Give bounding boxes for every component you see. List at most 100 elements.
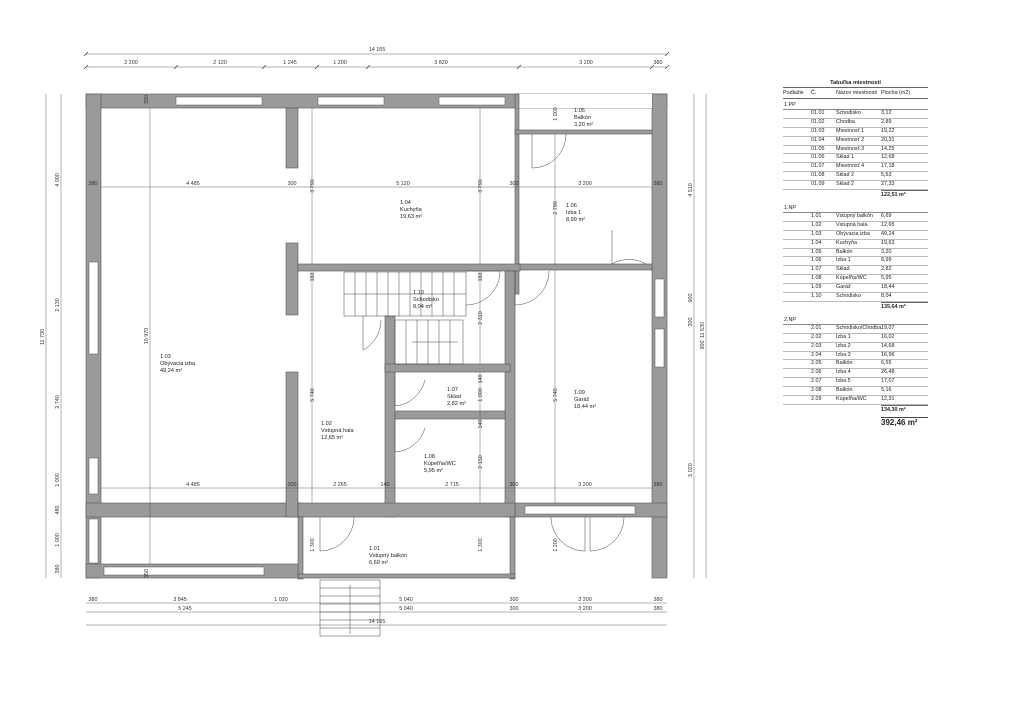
floor-subtotal: 134,30 m² — [783, 404, 928, 413]
svg-text:12,65 m²: 12,65 m² — [321, 435, 343, 441]
room-area: 19,63 — [881, 239, 895, 246]
room-name: Miestnosť 4 — [836, 163, 865, 170]
row1-dim: 5 120 — [396, 181, 410, 187]
left-dim: 4 000 — [55, 173, 61, 187]
top-dim: 1 245 — [283, 60, 297, 66]
room-area: 17,18 — [881, 163, 895, 170]
room-area: 20,31 — [881, 136, 895, 143]
room-number: 2.01 — [811, 324, 822, 331]
svg-text:1.01: 1.01 — [369, 546, 380, 552]
room-number: 01.04 — [811, 136, 825, 143]
room-name: Miestnosť 1 — [836, 127, 865, 134]
svg-text:Schodisko: Schodisko — [413, 297, 439, 303]
floor-subtotal: 122,51 m² — [783, 190, 928, 198]
right-dimension-lines: 4 510 900 300 5 020 900 11 630 — [688, 94, 707, 578]
svg-text:6,69 m²: 6,69 m² — [369, 560, 388, 566]
svg-text:Sklad: Sklad — [447, 394, 461, 400]
room-area: 18,44 — [881, 284, 895, 291]
room-name: Izba 3 — [836, 351, 851, 358]
bottom-dim: 5 040 — [399, 597, 413, 603]
table-row: 1.04 Kuchyňa 19,63 — [783, 240, 928, 249]
svg-text:Vstupná hala: Vstupná hala — [321, 428, 355, 434]
room-area: 19,07 — [881, 324, 895, 331]
top-total-dim: 14 165 — [369, 47, 386, 53]
bottom-dim: 380 — [654, 597, 663, 603]
room-name: Kúpeľňa/WC — [836, 396, 867, 403]
inner-dim: 160 — [478, 273, 484, 282]
top-dim: 2 200 — [124, 60, 138, 66]
table-row: 01.07 Miestnosť 4 17,18 — [783, 163, 928, 173]
floor-subtotal: 135,64 m² — [783, 301, 928, 310]
svg-text:1.05: 1.05 — [574, 108, 585, 114]
left-total-dim: 11 730 — [40, 329, 46, 345]
right-dim: 300 — [688, 318, 694, 327]
svg-text:18,44 m²: 18,44 m² — [574, 404, 596, 410]
header-floor: Podlažie — [783, 90, 804, 96]
svg-text:19,63 m²: 19,63 m² — [400, 214, 422, 220]
inner-dim: 160 — [310, 273, 316, 282]
room-name: Kúpeľňa/WC — [836, 275, 867, 282]
room-number: 1.07 — [811, 266, 822, 273]
left-dim: 380 — [55, 565, 61, 574]
inner-dim: 3 790 — [478, 179, 484, 193]
left-dim: 1 000 — [55, 473, 61, 487]
room-number: 1.04 — [811, 239, 822, 246]
bottom-dimension-lines: 380 3 845 1 020 5 040 300 3 200 380 5 24… — [86, 597, 667, 626]
svg-text:1.02: 1.02 — [321, 421, 332, 427]
grand-total: 392,46 m² — [783, 416, 928, 427]
left-dim: 480 — [55, 506, 61, 515]
svg-text:3,20 m²: 3,20 m² — [574, 122, 593, 128]
room-number: 1.06 — [811, 257, 822, 264]
room-area: 2,82 — [881, 266, 892, 273]
room-number: 2.04 — [811, 351, 822, 358]
svg-text:1.09: 1.09 — [574, 390, 585, 396]
row1-dim: 300 — [288, 181, 297, 187]
left-dim: 2 130 — [55, 298, 61, 312]
bottom-dim: 5 040 — [399, 606, 413, 612]
svg-text:Garáž: Garáž — [574, 397, 589, 403]
bottom-dim: 300 — [510, 597, 519, 603]
svg-text:Izba 1: Izba 1 — [566, 210, 581, 216]
dimension-tick — [365, 64, 371, 70]
svg-text:8,04 m²: 8,04 m² — [413, 304, 432, 310]
header-name: Názov miestnosti — [836, 90, 878, 96]
svg-text:1.07: 1.07 — [447, 387, 458, 393]
room-area: 14,25 — [881, 145, 895, 152]
room-name: Balkón — [836, 248, 853, 255]
inner-dim: 1 000 — [478, 388, 484, 402]
dimension-tick — [83, 64, 89, 70]
svg-text:1.10: 1.10 — [413, 290, 424, 296]
room-number: 01.07 — [811, 163, 825, 170]
room-name: Garáž — [836, 284, 851, 291]
inner-dimension-lines: 380 4 485 300 5 120 300 3 200 380 4 485 … — [89, 95, 663, 578]
room-area: 3,20 — [881, 248, 892, 255]
room-number: 01.03 — [811, 127, 825, 134]
grand-total-value: 392,46 m² — [881, 416, 928, 427]
header-number: Č. — [811, 90, 817, 96]
room-name: Kuchyňa — [836, 239, 857, 246]
room-area: 27,33 — [881, 181, 895, 188]
svg-text:1.04: 1.04 — [400, 200, 411, 206]
bottom-dim: 380 — [89, 597, 98, 603]
inner-dim: 1 000 — [553, 107, 559, 121]
inner-dim: 350 — [144, 95, 150, 104]
bottom-dim: 5 245 — [178, 606, 192, 612]
room-number: 1.10 — [811, 293, 822, 300]
bottom-dim: 1 020 — [274, 597, 288, 603]
room-name: Obývacia izba — [836, 230, 870, 237]
row2-dim: 380 — [654, 482, 663, 488]
room-area: 12,65 — [881, 221, 895, 228]
row2-dim: 300 — [288, 482, 297, 488]
left-dimension-lines: 11 730 4 000 2 130 2 740 1 000 480 1 000… — [40, 94, 62, 578]
